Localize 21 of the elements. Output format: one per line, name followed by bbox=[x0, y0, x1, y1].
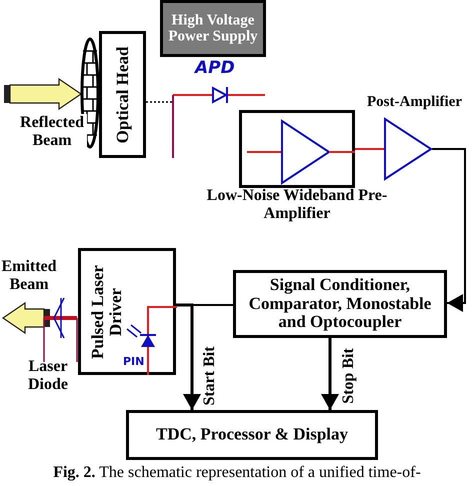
box-label: Signal Conditioner, Comparator, Monostable and Optocoupler bbox=[248, 276, 432, 332]
component-label: Post-Amplifier bbox=[367, 94, 462, 112]
arrow bbox=[432, 148, 466, 312]
arrow bbox=[321, 338, 339, 410]
component-label: Low-Noise Wideband Pre-Amplifier bbox=[206, 187, 388, 224]
box-label: Optical Head bbox=[114, 45, 132, 145]
component-label: Laser Diode bbox=[27, 358, 69, 395]
arrow bbox=[176, 304, 201, 410]
process-box bbox=[78, 248, 176, 375]
process-box bbox=[126, 410, 378, 460]
process-box bbox=[233, 270, 447, 338]
power-supply-box bbox=[160, 0, 266, 57]
edge-label: Stop Bit bbox=[340, 348, 358, 404]
edge-label: Reflected Beam bbox=[17, 114, 87, 150]
component-label: PIN bbox=[123, 355, 144, 368]
component-label: APD bbox=[195, 58, 235, 78]
box-label: TDC, Processor & Display bbox=[154, 426, 350, 444]
dotted-connector bbox=[146, 101, 173, 103]
box-label: Pulsed Laser Driver bbox=[89, 264, 125, 359]
box-label: High Voltage Power Supply bbox=[167, 12, 259, 45]
caption: Fig. 2. The schematic representation of a unified time-of- bbox=[52, 464, 422, 482]
